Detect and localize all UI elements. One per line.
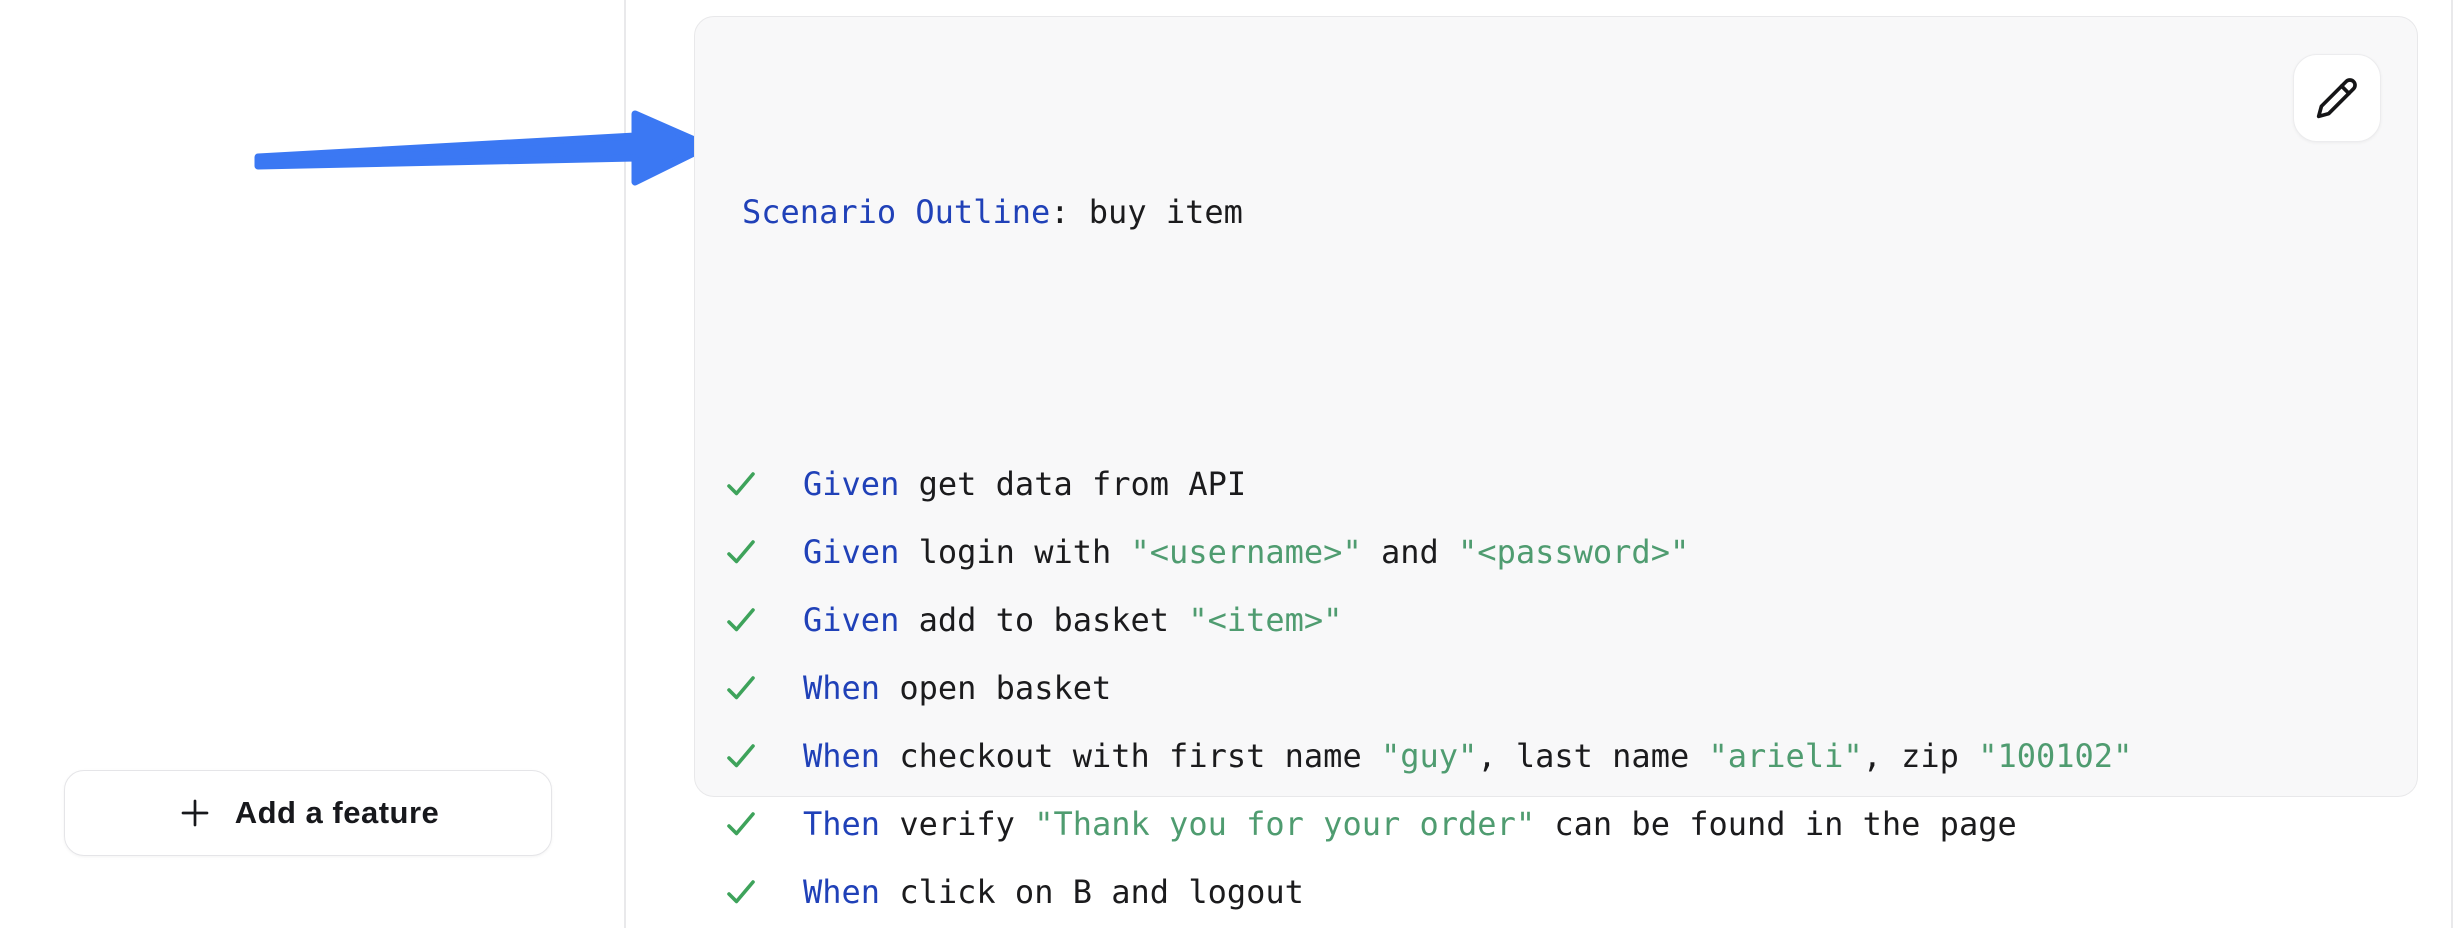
step-text: "<username>" bbox=[1130, 533, 1362, 571]
step-text: "Thank you for your order" bbox=[1034, 805, 1536, 843]
arrow-right-icon bbox=[254, 110, 712, 186]
step-text: , last name bbox=[1477, 737, 1709, 775]
step-keyword: When bbox=[803, 669, 881, 707]
step-text: get data from API bbox=[899, 465, 1247, 503]
step-text: "<item>" bbox=[1188, 601, 1343, 639]
check-icon bbox=[727, 812, 755, 836]
step-text: and bbox=[1361, 533, 1459, 571]
plus-icon bbox=[181, 799, 209, 827]
right-edge-divider bbox=[2451, 0, 2453, 928]
add-feature-label: Add a feature bbox=[234, 795, 440, 830]
check-icon bbox=[727, 608, 755, 632]
step-line: Given get data from API bbox=[695, 450, 2417, 518]
step-line: Given add to basket "<item>" bbox=[695, 586, 2417, 654]
scenario-keyword: Scenario Outline bbox=[742, 193, 1051, 231]
step-keyword: When bbox=[803, 737, 881, 775]
step-text: "100102" bbox=[1978, 737, 2133, 775]
step-keyword: Given bbox=[803, 601, 900, 639]
check-icon bbox=[727, 540, 755, 564]
step-line: Given login with "<username>" and "<pass… bbox=[695, 518, 2417, 586]
gherkin-code: Scenario Outline: buy item Given get dat… bbox=[695, 17, 2417, 928]
check-icon bbox=[727, 676, 755, 700]
step-text: checkout with first name bbox=[880, 737, 1381, 775]
add-feature-button[interactable]: Add a feature bbox=[64, 770, 552, 856]
step-line: Then verify "Thank you for your order" c… bbox=[695, 790, 2417, 858]
edit-scenario-button[interactable] bbox=[2293, 54, 2381, 142]
scenario-title: Scenario Outline: buy item bbox=[695, 178, 2417, 246]
step-text: add to basket bbox=[899, 601, 1189, 639]
scenario-name: : buy item bbox=[1050, 193, 1243, 231]
step-text: "<password>" bbox=[1458, 533, 1690, 571]
step-text: "guy" bbox=[1380, 737, 1478, 775]
step-text: can be found in the page bbox=[1535, 805, 2017, 843]
step-text: "arieli" bbox=[1708, 737, 1863, 775]
step-text: login with bbox=[899, 533, 1131, 571]
step-keyword: Then bbox=[803, 805, 881, 843]
step-line: When checkout with first name "guy", las… bbox=[695, 722, 2417, 790]
step-text: verify bbox=[880, 805, 1035, 843]
pencil-icon bbox=[2316, 78, 2357, 119]
step-keyword: Given bbox=[803, 465, 900, 503]
check-icon bbox=[727, 472, 755, 496]
step-keyword: When bbox=[803, 873, 881, 911]
step-line: When open basket bbox=[695, 654, 2417, 722]
step-keyword: Given bbox=[803, 533, 900, 571]
check-icon bbox=[727, 880, 755, 904]
step-line: When click on B and logout bbox=[695, 858, 2417, 926]
step-text: open basket bbox=[880, 669, 1112, 707]
step-text: , zip bbox=[1862, 737, 1979, 775]
scenario-card: Scenario Outline: buy item Given get dat… bbox=[694, 16, 2418, 911]
step-text: click on B and logout bbox=[880, 873, 1304, 911]
check-icon bbox=[727, 744, 755, 768]
sidebar-divider bbox=[624, 0, 626, 928]
